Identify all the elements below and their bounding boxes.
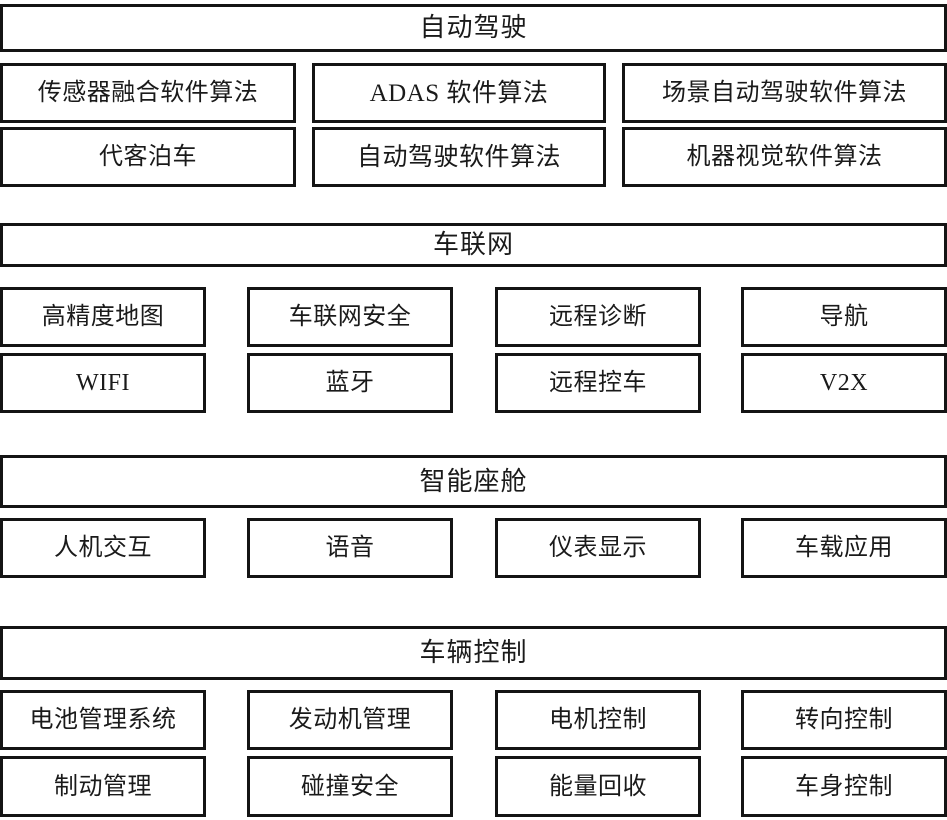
- section-row: 高精度地图 车联网安全 远程诊断 导航: [0, 287, 947, 347]
- block-autonomous-driving-software-algorithm[interactable]: 自动驾驶软件算法: [312, 127, 606, 187]
- block-label: 高精度地图: [41, 304, 165, 330]
- block-label: 电池管理系统: [29, 707, 177, 733]
- block-instrument-display[interactable]: 仪表显示: [495, 518, 701, 578]
- block-label: 远程诊断: [549, 304, 647, 330]
- block-v2x[interactable]: V2X: [741, 353, 947, 413]
- block-label: 代客泊车: [99, 144, 197, 170]
- block-in-vehicle-applications[interactable]: 车载应用: [741, 518, 947, 578]
- block-remote-diagnostics[interactable]: 远程诊断: [495, 287, 701, 347]
- block-label: 远程控车: [549, 370, 647, 396]
- section-header-connected-vehicle: 车联网: [0, 223, 947, 267]
- block-label: V2X: [819, 370, 869, 396]
- block-wifi[interactable]: WIFI: [0, 353, 206, 413]
- section-autonomous-driving: 自动驾驶 传感器融合软件算法 ADAS 软件算法 场景自动驾驶软件算法 代客泊车…: [0, 4, 947, 187]
- section-header-label: 智能座舱: [419, 466, 528, 496]
- block-navigation[interactable]: 导航: [741, 287, 947, 347]
- block-remote-vehicle-control[interactable]: 远程控车: [495, 353, 701, 413]
- section-row: 电池管理系统 发动机管理 电机控制 转向控制: [0, 690, 947, 751]
- section-row: 传感器融合软件算法 ADAS 软件算法 场景自动驾驶软件算法: [0, 63, 947, 123]
- block-label: 仪表显示: [549, 535, 647, 561]
- block-adas-software-algorithm[interactable]: ADAS 软件算法: [312, 63, 606, 123]
- section-header-autonomous-driving: 自动驾驶: [0, 4, 947, 52]
- block-label: 制动管理: [54, 773, 152, 800]
- block-sensor-fusion-software-algorithm[interactable]: 传感器融合软件算法: [0, 63, 296, 123]
- section-header-label: 车联网: [432, 230, 514, 259]
- block-energy-recovery[interactable]: 能量回收: [495, 756, 701, 817]
- block-label: 发动机管理: [288, 707, 412, 733]
- block-label: 机器视觉软件算法: [686, 144, 883, 170]
- block-valet-parking[interactable]: 代客泊车: [0, 127, 296, 187]
- block-body-control[interactable]: 车身控制: [741, 756, 947, 817]
- block-bluetooth[interactable]: 蓝牙: [247, 353, 453, 413]
- block-label: 碰撞安全: [301, 773, 399, 800]
- block-engine-management[interactable]: 发动机管理: [247, 690, 453, 750]
- block-label: WIFI: [76, 370, 130, 396]
- block-label: 车载应用: [795, 535, 893, 561]
- block-label: ADAS 软件算法: [369, 79, 549, 107]
- section-row: 代客泊车 自动驾驶软件算法 机器视觉软件算法: [0, 127, 947, 187]
- section-header-label: 自动驾驶: [419, 13, 528, 42]
- block-label: 车身控制: [795, 773, 893, 800]
- section-header-label: 车辆控制: [419, 638, 528, 667]
- block-label: 自动驾驶软件算法: [356, 143, 561, 171]
- block-machine-vision-software-algorithm[interactable]: 机器视觉软件算法: [622, 127, 947, 187]
- section-connected-vehicle: 车联网 高精度地图 车联网安全 远程诊断 导航 WIFI 蓝牙 远: [0, 223, 947, 413]
- block-human-machine-interaction[interactable]: 人机交互: [0, 518, 206, 578]
- block-motor-control[interactable]: 电机控制: [495, 690, 701, 750]
- section-header-vehicle-control: 车辆控制: [0, 626, 947, 680]
- block-collision-safety[interactable]: 碰撞安全: [247, 756, 453, 817]
- section-row: 制动管理 碰撞安全 能量回收 车身控制: [0, 756, 947, 817]
- block-label: 场景自动驾驶软件算法: [662, 80, 907, 106]
- block-label: 语音: [325, 535, 375, 561]
- section-vehicle-control: 车辆控制 电池管理系统 发动机管理 电机控制 转向控制 制动管理 碰撞安全: [0, 626, 947, 817]
- block-voice[interactable]: 语音: [247, 518, 453, 578]
- block-label: 导航: [819, 304, 869, 330]
- block-label: 蓝牙: [325, 370, 375, 396]
- block-label: 车联网安全: [288, 304, 412, 330]
- section-row: WIFI 蓝牙 远程控车 V2X: [0, 353, 947, 413]
- block-label: 人机交互: [54, 535, 152, 561]
- section-smart-cockpit: 智能座舱 人机交互 语音 仪表显示 车载应用: [0, 455, 947, 578]
- section-header-smart-cockpit: 智能座舱: [0, 455, 947, 508]
- block-label: 传感器融合软件算法: [37, 80, 259, 106]
- block-battery-management-system[interactable]: 电池管理系统: [0, 690, 206, 750]
- block-label: 转向控制: [795, 707, 893, 733]
- block-connected-vehicle-security[interactable]: 车联网安全: [247, 287, 453, 347]
- block-brake-management[interactable]: 制动管理: [0, 756, 206, 817]
- block-label: 能量回收: [549, 773, 647, 800]
- block-scenario-autonomous-driving-software-algorithm[interactable]: 场景自动驾驶软件算法: [622, 63, 947, 123]
- section-row: 人机交互 语音 仪表显示 车载应用: [0, 518, 947, 578]
- block-steering-control[interactable]: 转向控制: [741, 690, 947, 750]
- block-label: 电机控制: [549, 707, 647, 733]
- block-hd-map[interactable]: 高精度地图: [0, 287, 206, 347]
